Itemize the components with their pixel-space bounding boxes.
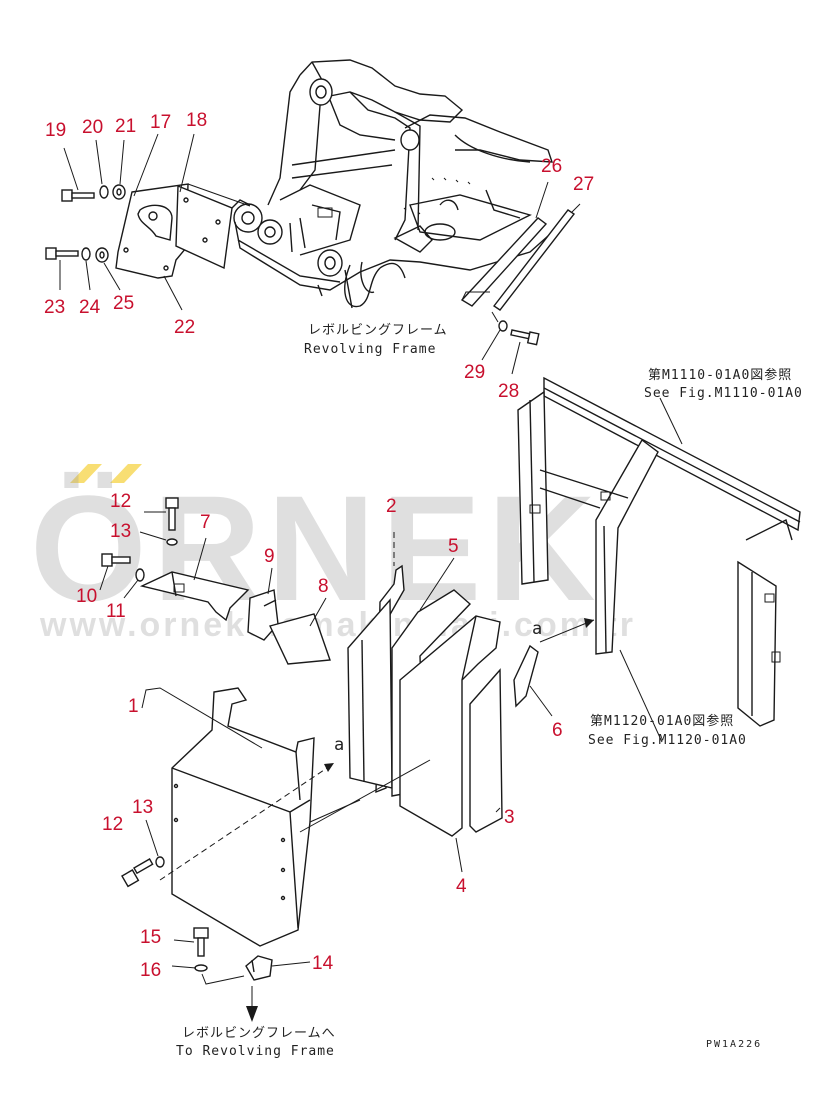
- washer-24: [81, 247, 91, 261]
- bracket-7: [139, 571, 250, 622]
- seal-8: [269, 613, 331, 665]
- caption-to-revolving-frame-jp: レボルビングフレームへ: [182, 1026, 336, 1041]
- cover-assembly-lower: [99, 497, 595, 1022]
- watermark-accent-mark: [110, 464, 142, 483]
- caption-see-fig-2-jp: 第M1120-01A0図参照: [590, 713, 734, 729]
- bracket-14: [245, 955, 273, 981]
- callout-8: 8: [318, 576, 329, 597]
- callout-13-lower: 13: [132, 797, 153, 818]
- bolt-10: [101, 553, 131, 567]
- callout-23: 23: [44, 297, 65, 318]
- cover-gasket: [175, 184, 233, 270]
- bolt-12-lower: [121, 858, 154, 888]
- washer-25: [95, 247, 109, 263]
- washer-20: [99, 185, 109, 199]
- watermark-url: www.orneksismakinalari.com.tr: [39, 606, 636, 644]
- washer-16: [194, 964, 208, 972]
- callout-3: 3: [504, 807, 515, 828]
- pad-6: [513, 644, 539, 708]
- bolt-28: [510, 329, 540, 346]
- drawing-code: PW1A226: [706, 1039, 762, 1050]
- bolt-23: [45, 247, 79, 260]
- caption-see-fig-2-en: See Fig.M1120-01A0: [588, 733, 747, 748]
- washer-29: [498, 320, 508, 332]
- view-marker-a: a: [334, 735, 344, 755]
- bolt-12-top: [165, 497, 179, 531]
- caption-revolving-frame-jp: レボルビングフレーム: [308, 323, 448, 338]
- frame-top-beam: [543, 376, 801, 532]
- caption-to-revolving-frame-en: To Revolving Frame: [176, 1044, 335, 1059]
- callout-4: 4: [456, 876, 467, 897]
- frame-left-post: [517, 390, 549, 585]
- view-marker-a: a: [532, 619, 542, 639]
- watermark: ÖRNEK www.orneksismakinalari.com.tr: [30, 464, 636, 644]
- pad-3: [469, 668, 503, 833]
- callout-12-lower: 12: [102, 814, 123, 835]
- callout-22: 22: [174, 317, 195, 338]
- washer-13-top: [166, 538, 178, 546]
- callout-11: 11: [106, 601, 126, 622]
- callout-27: 27: [573, 174, 594, 195]
- callout-6: 6: [552, 720, 563, 741]
- frame-middle-post: [595, 438, 659, 655]
- callout-29: 29: [464, 362, 485, 383]
- caption-see-fig-1-en: See Fig.M1110-01A0: [644, 386, 803, 401]
- bolt-19: [61, 189, 95, 202]
- watermark-brand: ÖRNEK: [30, 464, 602, 632]
- watermark-accent-mark: [70, 464, 102, 483]
- main-cover-1: [171, 687, 315, 947]
- callout-20: 20: [82, 117, 103, 138]
- callout-26: 26: [541, 156, 562, 177]
- rail-26: [460, 217, 548, 307]
- callout-25: 25: [113, 293, 134, 314]
- frame-assembly-right: [517, 376, 801, 743]
- bolt-15: [193, 927, 209, 957]
- washer-21: [112, 184, 126, 200]
- callout-14: 14: [312, 953, 334, 974]
- washer-11: [135, 568, 145, 582]
- callout-24: 24: [79, 297, 101, 318]
- rail-assembly: [460, 181, 581, 375]
- callout-9: 9: [264, 546, 275, 567]
- washer-13-lower: [155, 856, 165, 868]
- rail-27: [492, 209, 576, 311]
- callout-21: 21: [115, 116, 136, 137]
- callout-10: 10: [76, 586, 97, 607]
- callout-16: 16: [140, 960, 161, 981]
- callout-17: 17: [150, 112, 171, 133]
- callout-28: 28: [498, 381, 519, 402]
- callout-12: 12: [110, 491, 131, 512]
- callout-1: 1: [128, 696, 139, 717]
- callout-5: 5: [448, 536, 459, 557]
- callout-13: 13: [110, 521, 131, 542]
- frame-right-post: [737, 560, 777, 727]
- callout-numbers: 19 20 21 17 18 23 24 25 22 26 27 29 28 1…: [44, 110, 594, 981]
- callout-18: 18: [186, 110, 207, 131]
- callout-7: 7: [200, 512, 211, 533]
- caption-revolving-frame-en: Revolving Frame: [304, 342, 436, 357]
- callout-15: 15: [140, 927, 161, 948]
- callout-2: 2: [386, 496, 397, 517]
- revolving-frame-drawing: [225, 59, 553, 309]
- side-cover-assembly: [45, 133, 251, 311]
- caption-see-fig-1-jp: 第M1110-01A0図参照: [648, 367, 792, 383]
- cover-4: [399, 615, 501, 837]
- callout-19: 19: [45, 120, 66, 141]
